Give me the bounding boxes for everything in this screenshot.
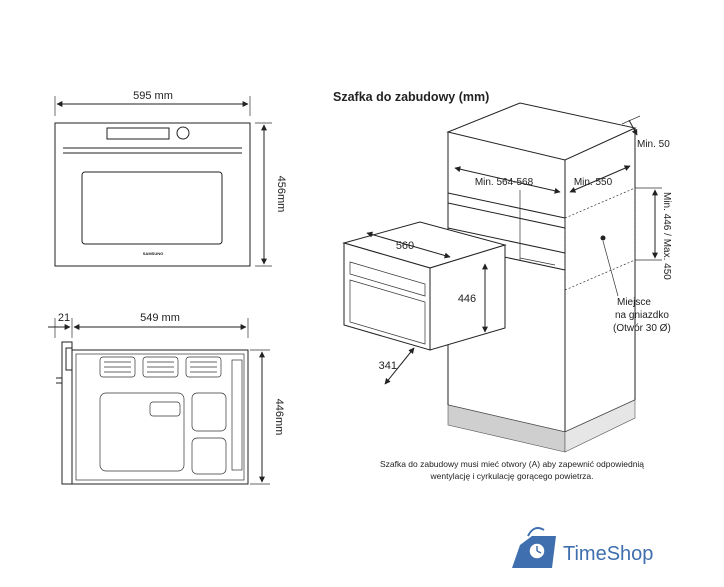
oven-side-body	[71, 349, 249, 485]
cabinet-view: Szafka do zabudowy (mm) Miejsce na gniaz…	[333, 90, 672, 481]
oven-height-label: 446	[458, 293, 476, 305]
oven-front-body	[54, 122, 251, 267]
socket-label-1: Miejsce	[617, 297, 651, 308]
front-width-label: 595 mm	[133, 90, 173, 102]
socket-hole-icon	[600, 235, 606, 241]
brand-name: TimeShop	[563, 543, 653, 565]
side-view: 21 549 mm 446mm	[48, 312, 285, 485]
front-badge: SAMSUNG	[143, 251, 163, 256]
note-line-1: Szafka do zabudowy musi mieć otwory (A) …	[380, 459, 644, 469]
height-range-label: Min. 446 / Max. 450	[661, 192, 672, 280]
side-depth-label: 549 mm	[140, 312, 180, 324]
depth-range-label: Min. 564-568	[475, 177, 534, 188]
side-offset-label: 21	[58, 312, 70, 324]
control-knob-icon	[176, 126, 190, 140]
control-display	[106, 127, 170, 140]
oven-width-label: 560	[396, 240, 414, 252]
min-depth-label: Min. 550	[574, 177, 613, 188]
oven-depth-label: 341	[379, 360, 397, 372]
front-height-label: 456mm	[275, 176, 287, 213]
shopping-bag-clock-icon	[512, 527, 556, 568]
socket-label-3: (Otwór 30 Ø)	[613, 323, 671, 334]
socket-label-2: na gniazdko	[615, 310, 669, 321]
side-height-label: 446mm	[273, 399, 285, 436]
cabinet-title: Szafka do zabudowy (mm)	[333, 90, 489, 104]
front-view: 595 mm SAMSUNG 456mm	[54, 90, 287, 267]
note-line-2: wentylację i cyrkulację gorącego powietr…	[430, 471, 594, 481]
min-top-label: Min. 50	[637, 139, 670, 150]
brand-logo: TimeShop	[512, 527, 653, 568]
oven-window	[81, 171, 223, 245]
